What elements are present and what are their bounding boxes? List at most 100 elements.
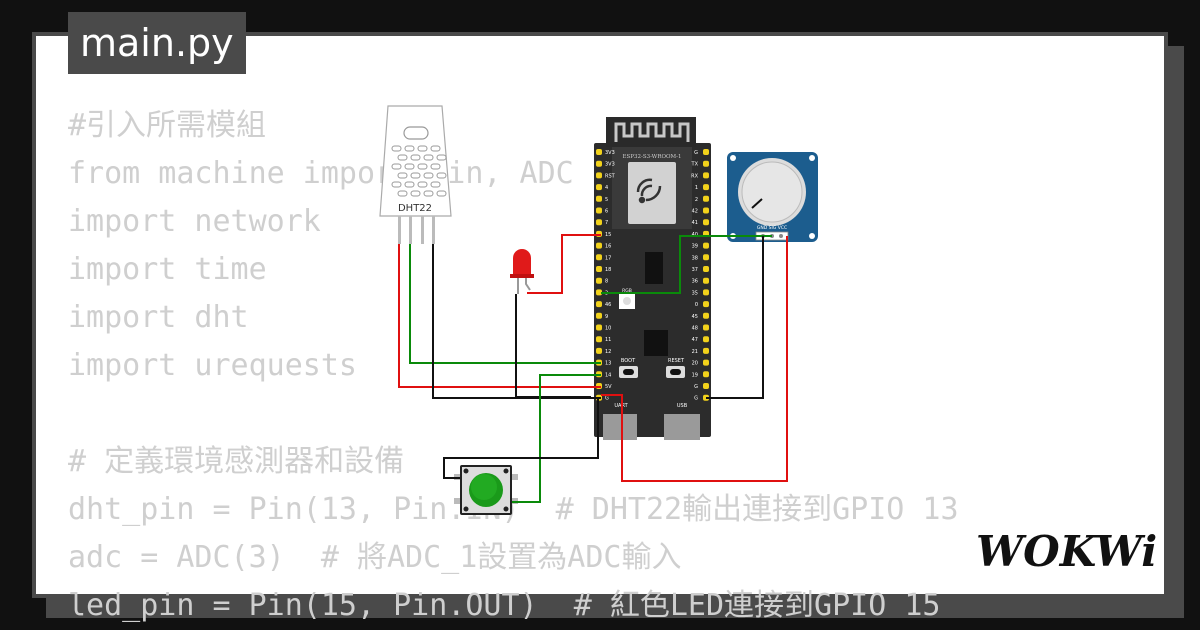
header-pin[interactable]: [703, 359, 709, 366]
pin-label: 41: [692, 220, 698, 226]
header-pin[interactable]: [596, 301, 602, 308]
pin-label: 0: [695, 302, 698, 308]
reset-button[interactable]: RESET: [666, 358, 685, 378]
header-pin[interactable]: [596, 254, 602, 261]
header-pin[interactable]: [596, 266, 602, 272]
pin-label: 3V3: [605, 150, 615, 156]
header-pin[interactable]: [703, 383, 709, 389]
header-pin[interactable]: [703, 195, 709, 202]
header-pin[interactable]: [596, 149, 602, 155]
header-pin[interactable]: [703, 184, 709, 191]
header-pin[interactable]: [596, 195, 602, 202]
pin-label: 39: [692, 244, 698, 250]
pin-label: 42: [692, 209, 698, 215]
pin-label: 19: [692, 372, 698, 378]
pin-label: 15: [605, 232, 611, 238]
header-pin[interactable]: [703, 172, 709, 179]
header-pin[interactable]: [596, 324, 602, 331]
header-pin[interactable]: [703, 149, 709, 155]
knob-indicator: [751, 198, 763, 209]
header-pin[interactable]: [596, 336, 602, 343]
pin-label: 9: [605, 314, 608, 320]
uart-usb-port: [603, 414, 637, 440]
pot-pins-label: GND SIG VCC: [757, 225, 787, 231]
pin-label: 13: [605, 361, 611, 367]
wokwi-logo: WOKWi: [976, 527, 1157, 576]
pin-label: G: [694, 150, 698, 156]
header-pin[interactable]: [703, 266, 709, 272]
module-label: ESP32-S3-WROOM-1: [623, 154, 682, 160]
pin-label: RX: [691, 173, 698, 179]
header-pin[interactable]: [596, 312, 602, 319]
pin-label: 48: [692, 326, 698, 332]
header-pin[interactable]: [596, 277, 602, 284]
pin-label: 11: [605, 337, 611, 343]
header-pin[interactable]: [596, 347, 602, 354]
pin-label: G: [605, 396, 609, 402]
header-pin[interactable]: [596, 184, 602, 191]
header-pin[interactable]: [703, 301, 709, 308]
dht22-sensor[interactable]: DHT22: [379, 105, 452, 244]
header-pin[interactable]: [596, 172, 602, 179]
wire-button-gnd: [443, 398, 599, 479]
header-pin[interactable]: [596, 242, 602, 249]
usb-label: USB: [677, 403, 688, 409]
header-pin[interactable]: [596, 207, 602, 214]
header-pin[interactable]: [703, 254, 709, 261]
pin-label: 1: [695, 185, 698, 191]
pin-label: 6: [605, 209, 608, 215]
wokwi-logo-text: WOKWi: [976, 527, 1157, 576]
header-pin[interactable]: [703, 289, 709, 296]
dht22-grille: [391, 145, 447, 197]
header-pin[interactable]: [703, 277, 709, 284]
header-pin[interactable]: [703, 160, 709, 167]
pin-label: 5: [605, 197, 608, 203]
pin-label: G: [694, 396, 698, 402]
pin-label: 17: [605, 255, 611, 261]
pin-label: 45: [692, 314, 698, 320]
potentiometer[interactable]: GND SIG VCC: [727, 152, 818, 242]
boot-label: BOOT: [621, 358, 636, 364]
pin-label: 3V3: [605, 162, 615, 168]
pin-label: G: [694, 384, 698, 390]
header-pin[interactable]: [703, 324, 709, 331]
header-pin[interactable]: [703, 219, 709, 226]
code-line: import network: [68, 204, 321, 239]
wire-led-anode: [527, 234, 601, 294]
pin-label: 10: [605, 326, 611, 332]
pin-label: 8: [605, 279, 608, 285]
header-pin[interactable]: [703, 336, 709, 343]
espressif-icon: [636, 178, 662, 204]
boot-button[interactable]: BOOT: [619, 358, 638, 378]
file-tab[interactable]: main.py: [68, 12, 246, 74]
header-pin[interactable]: [596, 160, 602, 167]
pin-label: 20: [692, 361, 698, 367]
push-button[interactable]: [454, 465, 518, 515]
pin-label: 4: [605, 185, 608, 191]
pin-label: 2: [695, 197, 698, 203]
pin-label: 36: [692, 279, 698, 285]
code-line: #引入所需模組: [68, 108, 267, 143]
dht22-label: DHT22: [398, 203, 432, 214]
pin-label: 12: [605, 349, 611, 355]
header-pin[interactable]: [596, 289, 602, 296]
wire-button-signal: [512, 374, 601, 503]
code-line: dht_pin = Pin(13, Pin.IN) # DHT22輸出連接到GP…: [68, 492, 959, 527]
pin-label: 46: [605, 302, 611, 308]
header-pin[interactable]: [703, 207, 709, 214]
pin-label: 21: [692, 349, 698, 355]
esp32-board[interactable]: ESP32-S3-WROOM-1 RGB BOOT RESET UART USB…: [594, 117, 711, 440]
code-line: # 定義環境感測器和設備: [68, 444, 405, 479]
wire-pot-signal: [601, 235, 772, 294]
header-pin[interactable]: [703, 371, 709, 378]
header-pin[interactable]: [703, 312, 709, 319]
pin-label: 14: [605, 372, 611, 378]
header-pin[interactable]: [703, 347, 709, 354]
header-pin[interactable]: [596, 219, 602, 226]
header-pin[interactable]: [703, 242, 709, 249]
red-led[interactable]: [510, 249, 534, 294]
